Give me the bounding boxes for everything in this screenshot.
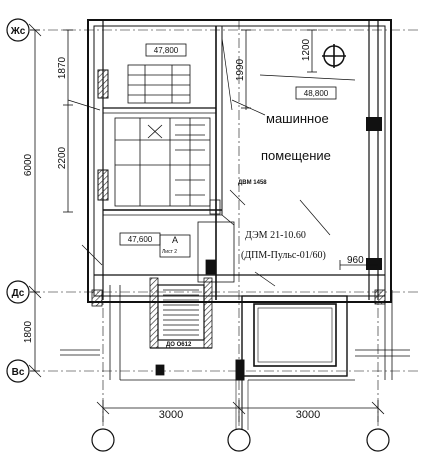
sheet-ref-letter: А (172, 235, 178, 245)
dim-3000-right: 3000 (296, 409, 320, 421)
axis-bubble-col-3 (366, 428, 390, 452)
axis-bubble-zhs (6, 18, 30, 42)
axis-label-vs: Вс (12, 367, 25, 378)
dim-1200: 1200 (301, 38, 312, 61)
leaders (67, 37, 356, 287)
sheet-ref-box (159, 234, 191, 258)
elevation-47600: 47,600 (128, 235, 153, 244)
dim-3000-left: 3000 (159, 409, 183, 421)
upper-stair (114, 64, 235, 283)
dim-1800: 1800 (23, 320, 34, 343)
axis-label-zhs: Жс (10, 26, 26, 37)
elevation-48800: 48,800 (304, 89, 329, 98)
sheet-ref-number: Лист 2 (162, 249, 177, 255)
dim-1870: 1870 (57, 56, 68, 79)
axis-bubble-col-1 (91, 428, 115, 452)
hatched-blocks (97, 69, 382, 270)
dim-6000: 6000 (23, 153, 34, 176)
lower-stair (149, 277, 213, 376)
lower-fragments (60, 285, 410, 381)
label-dem: ДЭМ 21-10.60 (245, 230, 306, 241)
room-label-line1: машинное (266, 111, 329, 126)
axis-bubbles-bottom (91, 428, 390, 452)
label-do: ДО О612 (166, 342, 192, 348)
axis-bubble-col-2 (227, 428, 251, 452)
elev-box-1 (145, 43, 187, 57)
axis-bubble-vs (6, 359, 30, 383)
elevation-47800: 47,800 (154, 46, 179, 55)
elevation-boxes (119, 43, 337, 258)
shaft-lower (235, 295, 348, 430)
room-label-line2: помещение (261, 148, 331, 163)
axis-label-ds: Дс (12, 288, 25, 299)
drain-symbol (322, 44, 346, 68)
axis-bubble-ds (6, 280, 30, 304)
label-dvm: ДВМ 1458 (238, 180, 267, 186)
dim-1990: 1990 (235, 58, 246, 81)
walls (87, 19, 392, 303)
label-dpm: (ДПМ-Пульс-01/60) (241, 250, 326, 261)
dimension-lines-top (241, 29, 378, 270)
elev-box-2 (295, 86, 337, 100)
dimension-lines-bottom (96, 400, 385, 422)
axis-bubbles-left (6, 18, 30, 383)
dim-2200: 2200 (57, 146, 68, 169)
dimension-lines-left (28, 23, 73, 378)
dim-960: 960 (347, 255, 364, 266)
